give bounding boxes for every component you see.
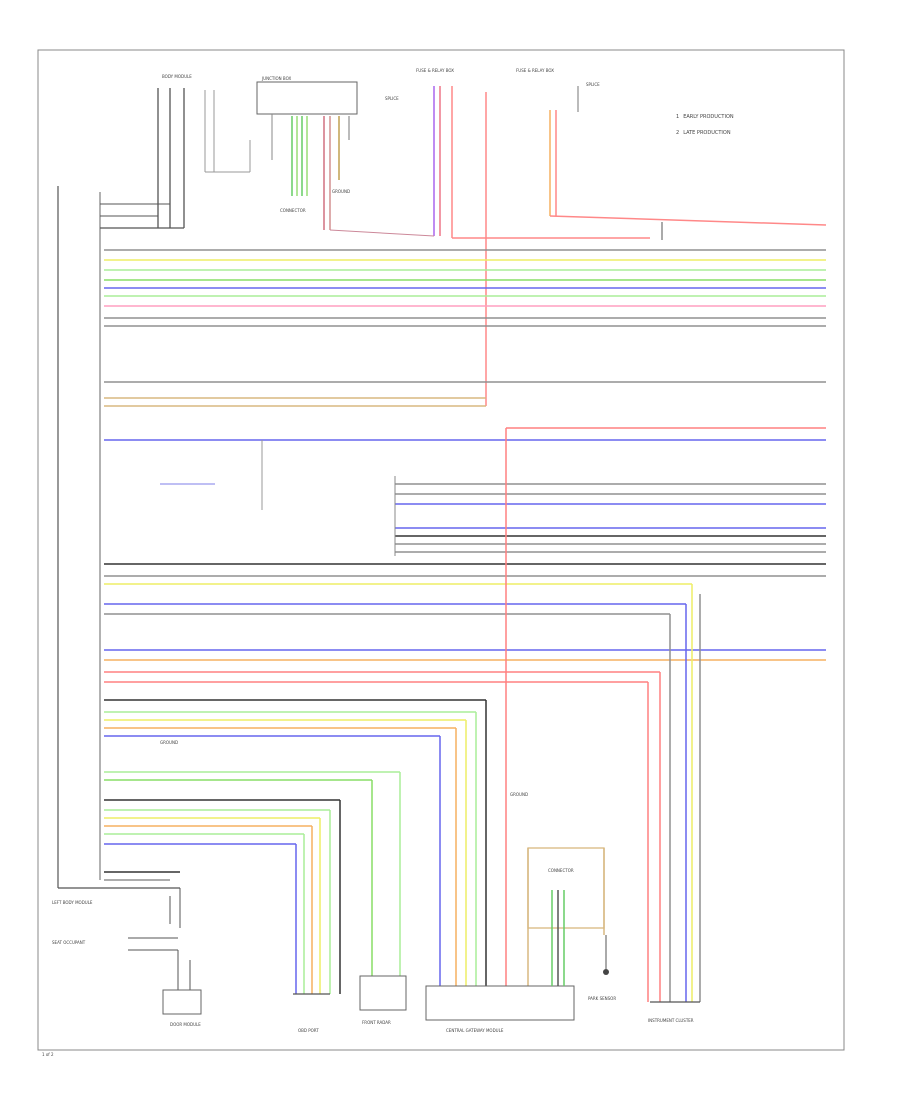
junction-box-label: JUNCTION BOX bbox=[261, 76, 291, 81]
diagram-frame bbox=[37, 49, 845, 1051]
left-harness-trunk bbox=[57, 186, 184, 889]
seat-occupant-label: SEAT OCCUPANT bbox=[52, 940, 86, 945]
park-sensor bbox=[603, 969, 609, 975]
bottom-components: LEFT BODY MODULE SEAT OCCUPANT DOOR MODU… bbox=[52, 740, 700, 1033]
door-module-label: DOOR MODULE bbox=[170, 1022, 201, 1027]
vertical-drop-wires bbox=[295, 428, 701, 1002]
page-reference: 1 of 2 bbox=[42, 1052, 54, 1057]
ground-right-label: GROUND bbox=[510, 792, 528, 797]
fuse-relay-left-label: FUSE & RELAY BOX bbox=[416, 68, 454, 73]
top-components: BODY MODULE JUNCTION BOX CONNECTOR GROUN… bbox=[157, 68, 827, 406]
body-module-top-label: BODY MODULE bbox=[162, 74, 192, 79]
ground-left-label: GROUND bbox=[160, 740, 178, 745]
splice-right-label: SPLICE bbox=[586, 82, 600, 87]
central-gateway-label: CENTRAL GATEWAY MODULE bbox=[446, 1028, 504, 1033]
front-radar-label: FRONT RADAR bbox=[362, 1020, 391, 1025]
door-module bbox=[162, 989, 202, 1015]
junction-box bbox=[256, 81, 358, 115]
horizontal-bus-wires bbox=[104, 249, 826, 881]
park-sensor-label: PARK SENSOR bbox=[588, 996, 616, 1001]
mid-components bbox=[160, 440, 396, 556]
connector-left-label: CONNECTOR bbox=[280, 208, 306, 213]
splice-left-label: SPLICE bbox=[385, 96, 399, 101]
connector-bottom-label: CONNECTOR bbox=[548, 868, 574, 873]
ground-top-label: GROUND bbox=[332, 189, 350, 194]
front-radar bbox=[359, 975, 407, 1011]
obd-port-label: OBD PORT bbox=[298, 1028, 319, 1033]
left-body-module-label: LEFT BODY MODULE bbox=[52, 900, 93, 905]
fuse-relay-right-label: FUSE & RELAY BOX bbox=[516, 68, 554, 73]
central-gateway-module bbox=[425, 985, 575, 1021]
instrument-cluster-label: INSTRUMENT CLUSTER bbox=[648, 1018, 694, 1023]
